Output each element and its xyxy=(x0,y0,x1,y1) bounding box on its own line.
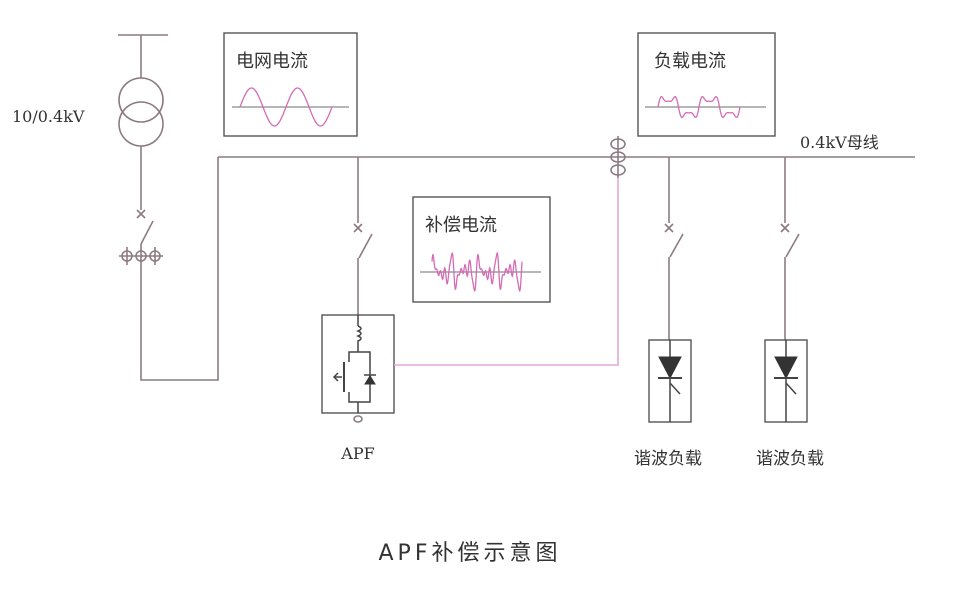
current-transformer-icon xyxy=(610,136,626,178)
compensation-current-panel: 补偿电流 xyxy=(412,196,551,303)
transformer-feeder: 10/0.4kV xyxy=(12,34,219,381)
grid-current-panel: 电网电流 xyxy=(223,32,358,137)
igbt-emitter xyxy=(348,392,358,403)
harmonic-load-branch-1: 谐波负载 xyxy=(634,157,702,469)
ct-core xyxy=(610,138,626,150)
rectifier-triangle xyxy=(774,356,798,380)
diagram-caption: APF补偿示意图 xyxy=(379,541,562,566)
igbt-gate-arrow xyxy=(332,372,339,382)
switch-blade xyxy=(358,233,373,259)
rectifier-triangle xyxy=(658,356,682,380)
switch-icon xyxy=(353,223,373,259)
harmonic-load-label: 谐波负载 xyxy=(756,449,824,469)
igbt-collector xyxy=(348,351,358,362)
ct-core xyxy=(610,164,626,176)
compensation-current-title: 补偿电流 xyxy=(425,215,497,236)
bus-label: 0.4kV母线 xyxy=(800,133,879,152)
load-current-title: 负载电流 xyxy=(654,51,726,72)
grid-current-box xyxy=(223,32,358,137)
grid-current-title: 电网电流 xyxy=(236,51,308,72)
transformer-rating-label: 10/0.4kV xyxy=(12,107,85,126)
transformer-icon xyxy=(118,77,164,147)
apf-device-box xyxy=(321,314,395,414)
ct-signal-line xyxy=(394,178,619,366)
diode-icon xyxy=(658,340,682,422)
load-current-panel: 负载电流 xyxy=(637,32,776,137)
switch-blade xyxy=(785,233,800,258)
switch-icon xyxy=(136,209,154,245)
transformer-primary-winding xyxy=(118,77,164,123)
fuse-icon xyxy=(119,244,163,268)
apf-ground-terminal xyxy=(353,415,363,423)
load-current-box xyxy=(637,32,776,137)
compensation-current-waveform xyxy=(431,251,523,293)
load-current-waveform xyxy=(657,95,741,119)
transformer-secondary-winding xyxy=(118,101,164,147)
grid-current-waveform xyxy=(239,87,333,127)
igbt-icon xyxy=(332,315,376,413)
switch-cross-mark xyxy=(136,209,146,219)
diode-icon xyxy=(364,375,376,385)
switch-cross-mark xyxy=(780,223,790,233)
compensation-current-box xyxy=(412,196,551,303)
switch-cross-mark xyxy=(664,223,674,233)
thyristor-gate xyxy=(669,382,681,395)
apf-label: APF xyxy=(340,444,374,463)
switch-blade xyxy=(669,233,684,258)
diode-icon xyxy=(774,340,798,422)
harmonic-load-branch-2: 谐波负载 xyxy=(756,157,824,469)
harmonic-load-label: 谐波负载 xyxy=(634,449,702,469)
switch-cross-mark xyxy=(353,223,363,233)
reactor-coil xyxy=(356,325,362,352)
switch-icon xyxy=(780,223,800,258)
switch-blade xyxy=(140,220,154,245)
switch-icon xyxy=(664,223,684,258)
ct-core xyxy=(610,151,626,163)
apf-branch: APF xyxy=(321,157,395,463)
feeder-to-bus-line xyxy=(140,157,219,381)
thyristor-gate xyxy=(785,382,797,395)
